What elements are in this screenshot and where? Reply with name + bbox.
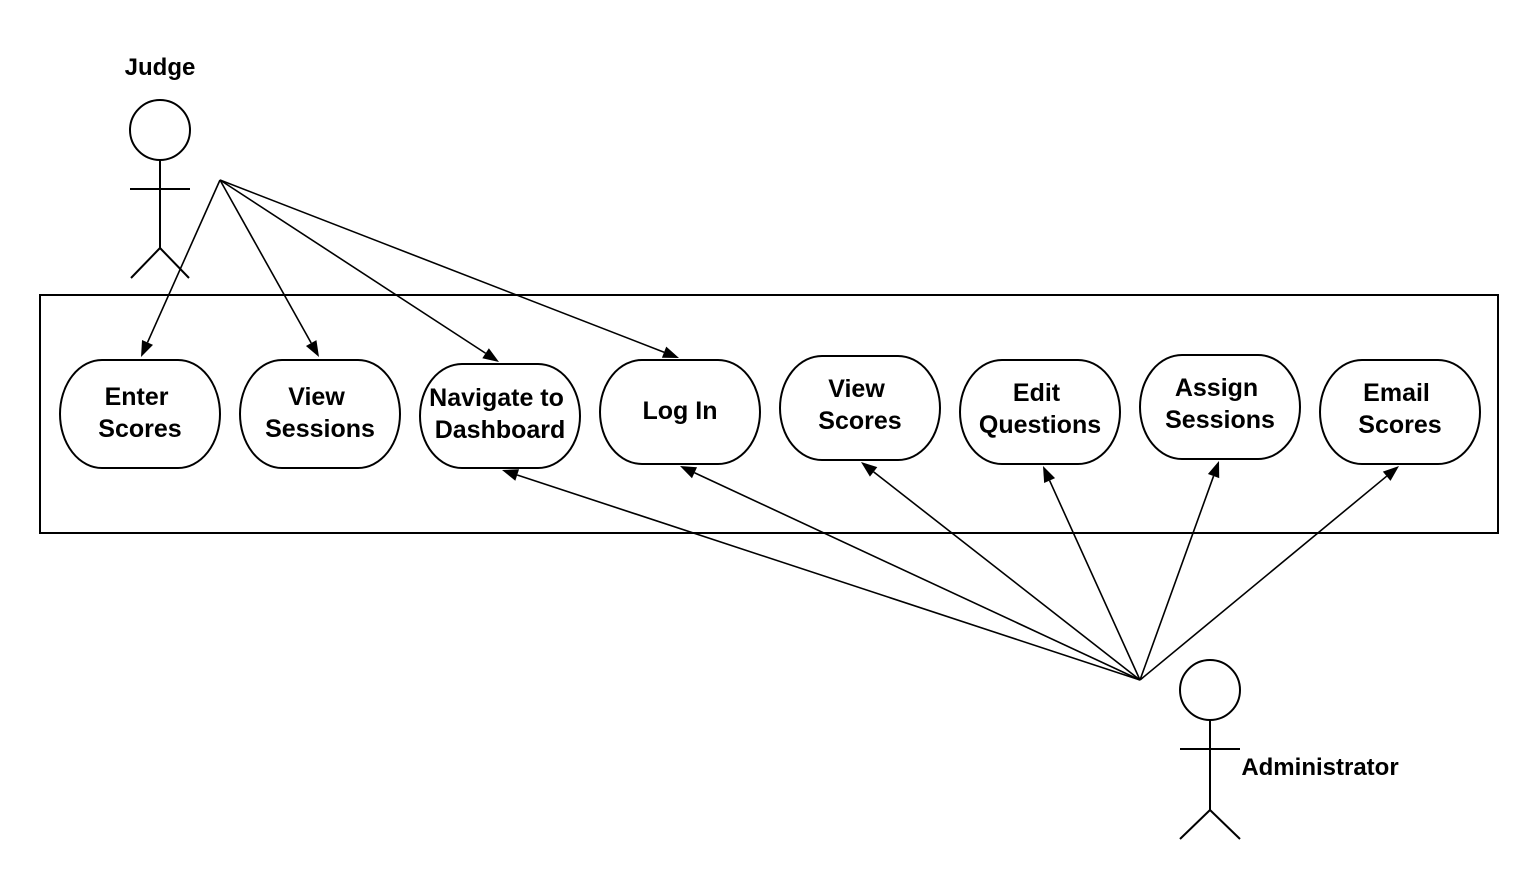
svg-text:Edit Questions: Edit Questions [979,379,1101,439]
association-line [146,179,221,343]
association-line [219,179,665,353]
association-admin-to-navigate-to-dashboard [502,469,1141,681]
stick-figure-icon [1179,659,1241,840]
association-admin-to-edit-questions [1043,466,1141,681]
association-line [516,474,1141,681]
usecase-email-scores: Email Scores [1319,359,1481,465]
association-admin-to-log-in [680,466,1141,681]
association-line [1139,475,1388,681]
arrowhead-icon [680,466,698,479]
association-line [694,472,1141,681]
arrowhead-icon [305,340,319,357]
usecase-log-in-line-1: Log In [643,397,718,425]
usecase-enter-scores: Enter Scores [59,359,221,469]
arrowhead-icon [1207,461,1220,479]
svg-text:View Scores: View Scores [818,375,901,435]
association-line [1048,480,1141,681]
usecase-view-scores: View Scores [779,355,941,461]
arrowhead-icon [661,346,679,358]
usecase-navigate-to-dashboard-line-2: Dashboard [435,416,566,444]
usecase-log-in: Log In [599,359,761,465]
stick-figure-icon [129,99,191,279]
usecase-view-sessions-line-1: View [288,383,345,411]
svg-text:Assign Sessions: Assign Sessions [1165,374,1275,434]
association-judge-to-view-sessions [219,179,319,357]
association-line [1139,475,1215,681]
usecase-assign-sessions-line-2: Sessions [1165,406,1275,434]
svg-text:Log In: Log In [643,397,718,425]
actor-judge: Judge [125,54,196,279]
usecase-edit-questions-line-2: Questions [979,411,1101,439]
actor-administrator-label: Administrator [1241,754,1398,781]
system-boundary [39,294,1499,534]
usecase-email-scores-line-1: Email [1363,379,1430,407]
actor-judge-label: Judge [125,54,196,81]
svg-text:Navigate to Dashboard: Navigate to Dashboard [429,384,571,444]
arrowhead-icon [1382,466,1399,481]
association-admin-to-email-scores [1139,466,1399,681]
svg-text:View Sessions: View Sessions [265,383,375,443]
association-line [873,471,1141,681]
usecase-assign-sessions-line-1: Assign [1175,374,1258,402]
actor-administrator: Administrator [1179,659,1399,840]
arrowhead-icon [482,348,499,362]
association-line [219,179,312,344]
association-judge-to-enter-scores [141,179,221,357]
usecase-assign-sessions: Assign Sessions [1139,354,1301,460]
svg-text:Enter Scores: Enter Scores [98,383,181,443]
usecase-view-scores-line-2: Scores [818,407,901,435]
arrowhead-icon [502,469,520,481]
association-judge-to-log-in [219,179,679,358]
usecase-view-scores-line-1: View [828,375,885,403]
usecase-navigate-to-dashboard-line-1: Navigate to [429,384,564,412]
associations [141,179,1399,681]
association-admin-to-view-scores [861,462,1141,681]
association-line [219,179,487,354]
svg-text:Email Scores: Email Scores [1358,379,1441,439]
arrowhead-icon [1043,466,1056,484]
usecase-email-scores-line-2: Scores [1358,411,1441,439]
arrowhead-icon [141,339,154,357]
usecase-navigate-to-dashboard: Navigate to Dashboard [419,363,581,469]
usecase-edit-questions-line-1: Edit [1013,379,1061,407]
arrowhead-icon [861,462,878,477]
usecase-enter-scores-line-1: Enter [105,383,169,411]
usecase-view-sessions-line-2: Sessions [265,415,375,443]
usecase-view-sessions: View Sessions [239,359,401,469]
association-judge-to-navigate-to-dashboard [219,179,499,362]
usecase-edit-questions: Edit Questions [959,359,1121,465]
association-admin-to-assign-sessions [1139,461,1220,681]
usecase-enter-scores-line-2: Scores [98,415,181,443]
